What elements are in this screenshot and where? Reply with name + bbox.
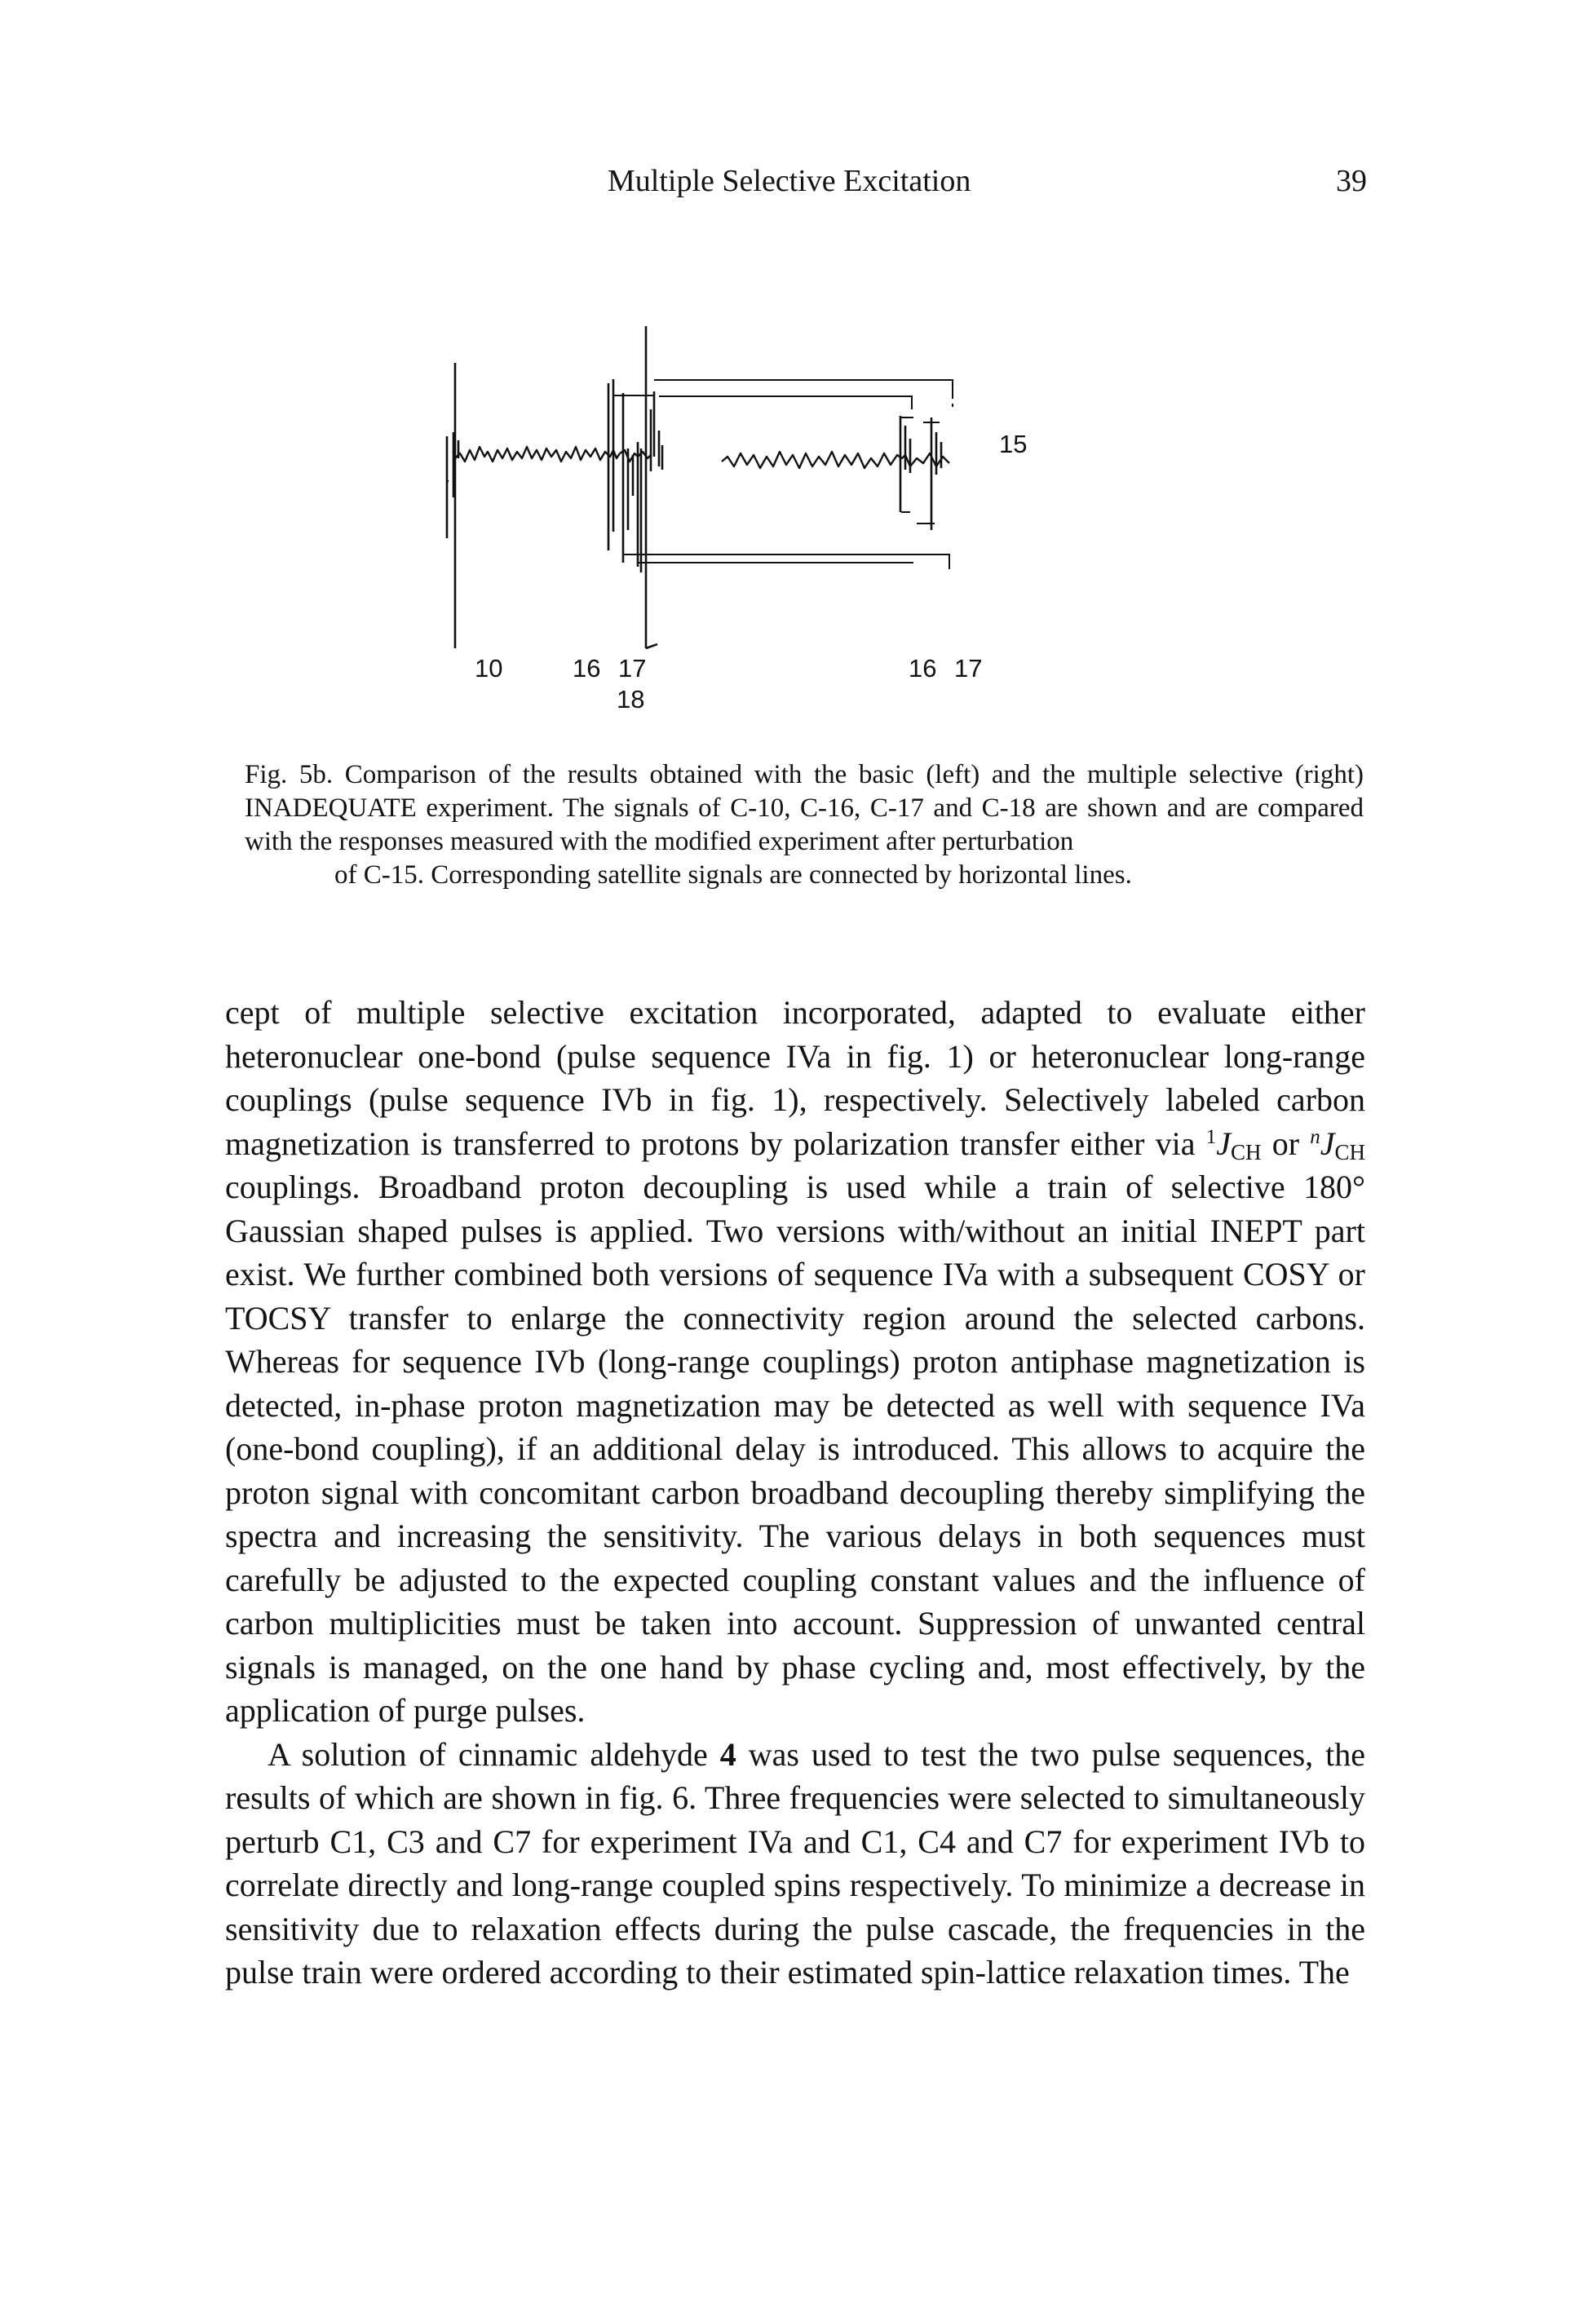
satellite-line-bottom-inner [901, 511, 935, 524]
peak-c17-b [649, 391, 664, 471]
peak-c18 [636, 326, 648, 648]
peak-c10 [445, 363, 460, 648]
peak-c16-right [899, 416, 912, 512]
caption-label: Fig. 5b. [245, 760, 334, 789]
peak-label-16-right: 16 [909, 654, 936, 683]
coupling-1jch: 1JCH [1205, 1124, 1262, 1164]
body-text: cept of multiple selective excitation in… [225, 991, 1365, 1995]
peak-label-17-left: 17 [618, 654, 646, 683]
paragraph-2: A solution of cinnamic aldehyde 4 was us… [225, 1733, 1365, 1995]
satellite-line-bottom-outer [623, 554, 950, 566]
peak-label-17-right: 17 [954, 654, 982, 683]
paragraph-1: cept of multiple selective excitation in… [225, 991, 1365, 1733]
satellite-dots [949, 395, 953, 572]
baseline-right [721, 450, 950, 470]
peak-label-16-left: 16 [573, 654, 600, 683]
peak-label-18: 18 [617, 685, 644, 714]
figure-caption: Fig. 5b. Comparison of the results obtai… [245, 758, 1364, 892]
paragraph-1-part-a: cept of multiple selective excitation in… [225, 994, 1365, 1162]
running-head: Multiple Selective Excitation 39 [0, 163, 1592, 212]
paragraph-2-part-b: was used to test the two pulse sequences… [225, 1735, 1365, 1991]
paragraph-2-part-a: A solution of cinnamic aldehyde [268, 1735, 720, 1773]
peak-c17-right [930, 418, 943, 530]
peak-tail [645, 643, 658, 650]
satellite-line-top-outer [654, 379, 953, 395]
caption-last-line: of C-15. Corresponding satellite signals… [334, 860, 1132, 890]
figure-5b: 15 10 16 17 18 16 17 [424, 236, 1158, 726]
baseline-left [454, 445, 621, 463]
running-title: Multiple Selective Excitation [608, 164, 971, 198]
spectrum-label: 15 [999, 430, 1027, 458]
peak-c16-left [607, 379, 615, 550]
spectrum-plot: 15 10 16 17 18 16 17 [445, 326, 1027, 714]
caption-text: Comparison of the results obtained with … [245, 760, 1364, 856]
satellite-line-inner-small [900, 417, 940, 423]
peak-label-10: 10 [475, 654, 502, 683]
coupling-njch: nJCH [1310, 1124, 1366, 1164]
satellite-line-top-inner [613, 395, 913, 409]
compound-number: 4 [719, 1735, 736, 1773]
or-text: or [1261, 1124, 1311, 1162]
peak-c17-left [621, 393, 635, 563]
paragraph-1-part-b: couplings. Broadband proton decoupling i… [225, 1169, 1365, 1729]
page-number: 39 [1336, 164, 1367, 198]
